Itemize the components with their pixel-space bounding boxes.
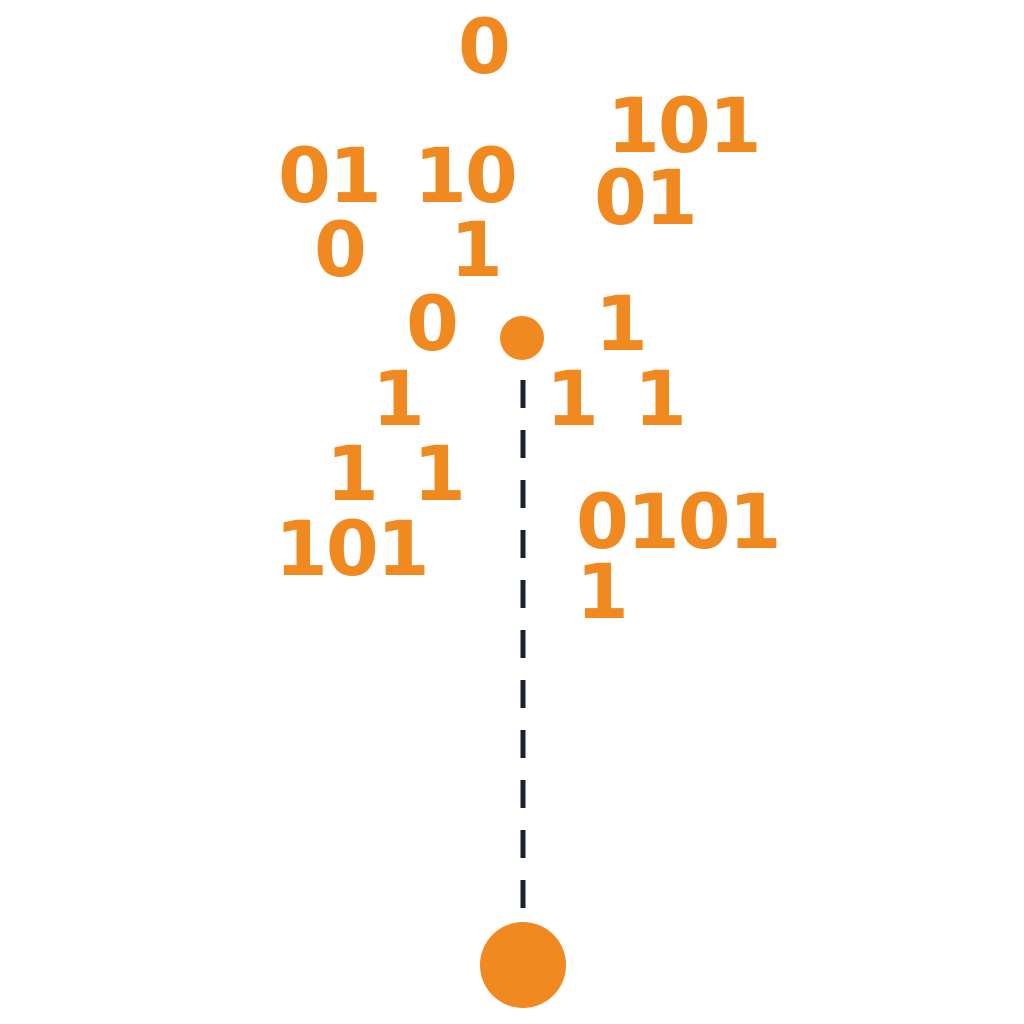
binary-label-16: 101 [275,504,428,593]
binary-label-12: 1 [634,354,685,443]
binary-label-11: 1 [546,354,597,443]
binary-label-13: 1 [326,429,377,518]
binary-label-17: 1 [576,547,627,636]
binary-label-4: 10 [414,131,516,220]
binary-label-1: 0 [458,2,509,91]
bottom-node-dot [480,922,566,1008]
binary-label-5: 01 [594,153,696,242]
binary-label-14: 1 [413,429,464,518]
binary-label-2: 101 [607,81,760,170]
binary-label-7: 1 [450,205,501,294]
top-node-dot [500,316,544,360]
binary-label-6: 0 [314,205,365,294]
binary-label-9: 1 [595,279,646,368]
binary-label-3: 01 [278,131,380,220]
binary-label-15: 0101 [576,477,780,566]
binary-label-8: 0 [406,279,457,368]
binary-label-10: 1 [372,354,423,443]
